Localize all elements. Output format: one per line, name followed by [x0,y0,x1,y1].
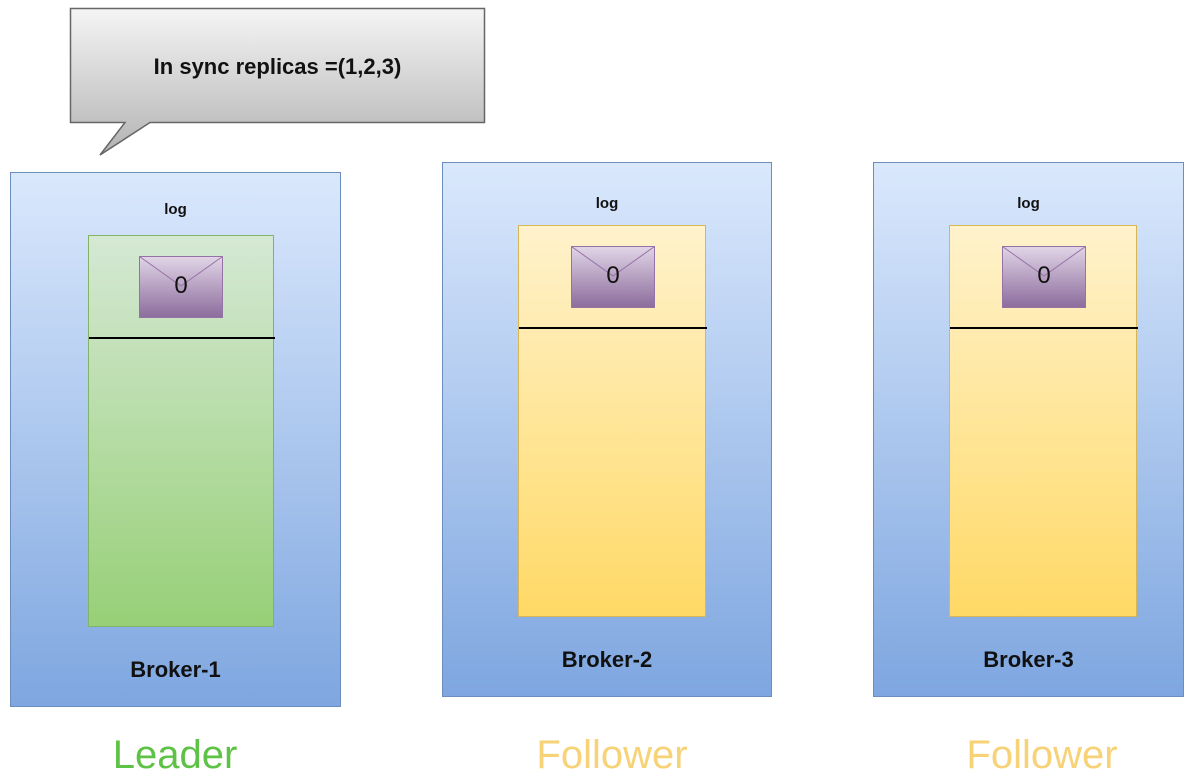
callout-text: In sync replicas =(1,2,3) [153,54,402,79]
log-label: log [595,195,619,212]
follower-log: 0 [949,225,1138,617]
broker-3: log 0 Broker-3 [873,162,1184,697]
speech-bubble-icon [69,7,486,156]
message-offset-label: 0 [606,262,620,289]
message-offset-label: 0 [174,272,188,299]
role-label-leader: Leader [112,733,238,777]
isr-callout: In sync replicas =(1,2,3) [69,7,486,156]
leader-log: 0 [88,235,275,627]
message-0: 0 [139,256,223,318]
message-0: 0 [1002,246,1086,308]
log-divider [89,337,275,339]
broker-name: Broker-2 [561,647,653,672]
broker-1: log 0 Broker-1 [10,172,341,707]
log-divider [950,327,1138,329]
role-label-follower-2: Follower [536,733,688,777]
message-0: 0 [571,246,655,308]
envelope-icon [139,256,223,318]
broker-2: log 0 Broker-2 [442,162,772,697]
log-divider [519,327,707,329]
log-label: log [164,201,187,218]
envelope-icon [1002,246,1086,308]
broker-name: Broker-1 [130,657,221,682]
follower-log: 0 [518,225,707,617]
broker-name: Broker-3 [983,647,1074,672]
log-label: log [1017,195,1040,212]
role-label-follower-3: Follower [966,733,1118,777]
envelope-icon [571,246,655,308]
message-offset-label: 0 [1037,262,1051,289]
